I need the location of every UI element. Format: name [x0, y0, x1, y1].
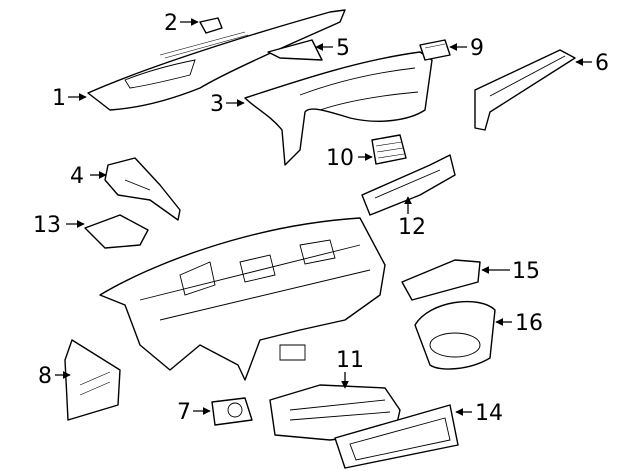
part-13-lower-bracket[interactable] [84, 214, 149, 249]
callout-11: 11 [336, 348, 364, 373]
part-8-end-cap[interactable] [64, 339, 121, 421]
part-6-trim-strip[interactable] [474, 49, 576, 131]
callout-13: 13 [33, 213, 61, 238]
callout-14: 14 [475, 401, 503, 426]
callout-3: 3 [210, 92, 224, 117]
callout-5: 5 [336, 36, 350, 61]
callout-1: 1 [52, 86, 66, 111]
part-12-bracket[interactable] [361, 154, 456, 216]
part-10-air-vent[interactable] [371, 134, 407, 165]
callout-15: 15 [512, 259, 540, 284]
part-2-clip[interactable] [199, 17, 223, 34]
callout-9: 9 [470, 36, 484, 61]
part-14-trim-frame[interactable] [334, 404, 459, 469]
part-9-connector[interactable] [419, 39, 451, 61]
part-5-cover[interactable] [267, 39, 323, 61]
part-16-cluster-bezel[interactable] [414, 300, 496, 370]
ip-carrier-frame[interactable] [99, 217, 386, 381]
callout-4: 4 [70, 164, 84, 189]
part-1-dash-pad[interactable] [87, 9, 346, 111]
leader-lines [55, 18, 592, 416]
callout-6: 6 [595, 51, 609, 76]
callout-16: 16 [515, 311, 543, 336]
part-15-garnish[interactable] [401, 259, 481, 301]
callout-labels: 1 2 3 4 5 6 7 8 9 10 11 12 13 14 15 16 [33, 11, 609, 426]
callout-12: 12 [398, 215, 426, 240]
callout-2: 2 [164, 11, 178, 36]
callout-8: 8 [38, 364, 52, 389]
callout-7: 7 [177, 400, 191, 425]
part-4-side-bracket[interactable] [104, 157, 181, 221]
part-3-upper-trim[interactable] [244, 51, 433, 166]
callout-10: 10 [326, 146, 354, 171]
part-7-switch-bezel[interactable] [211, 397, 253, 426]
